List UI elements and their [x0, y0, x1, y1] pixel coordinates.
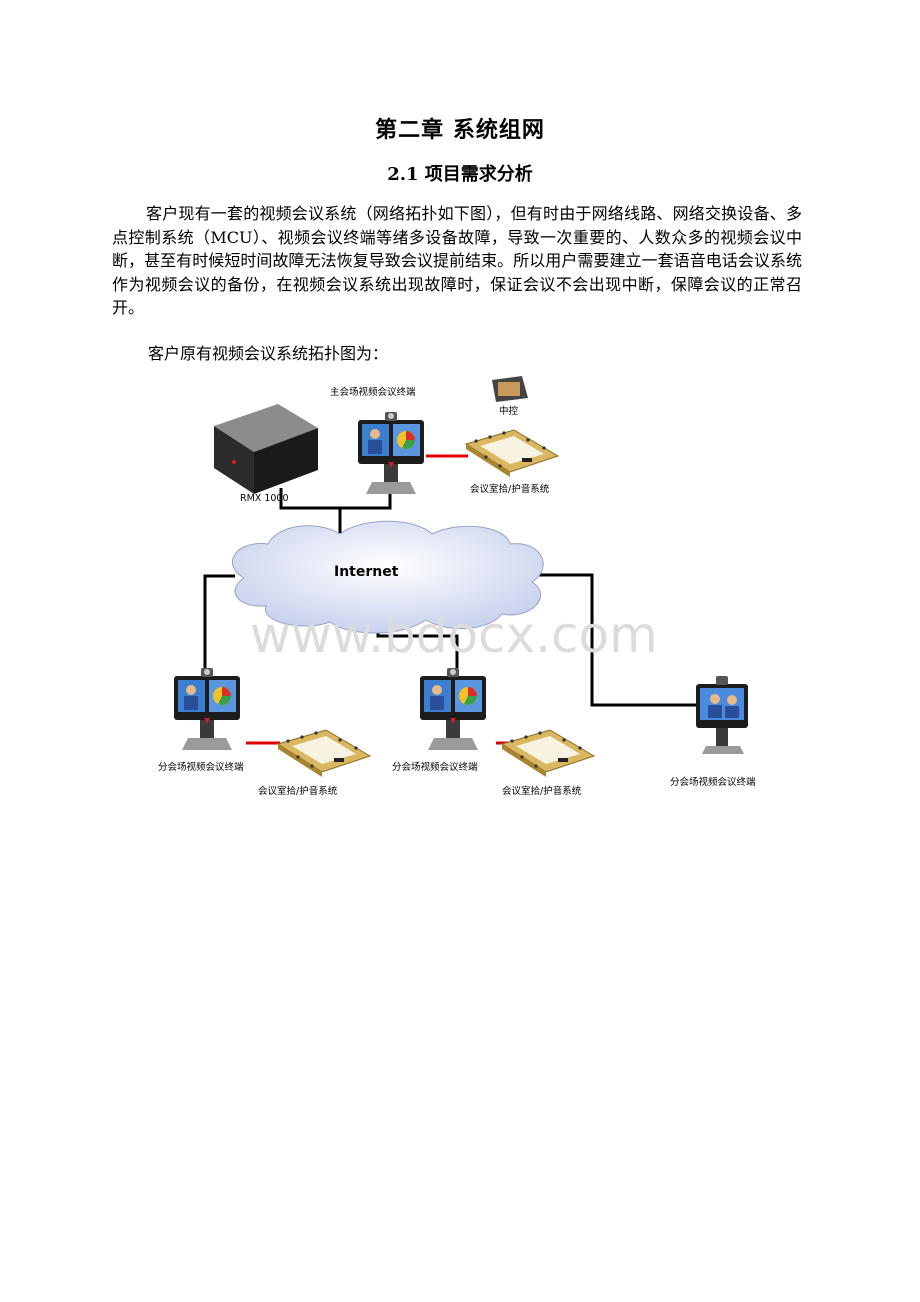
branch-audio-1-label: 会议室拾/护音系统 [258, 785, 338, 797]
branch-terminal-3-label: 分会场视频会议终端 [670, 776, 756, 788]
diagram-caption: 客户原有视频会议系统拓扑图为： [148, 344, 389, 363]
mcu-server [214, 404, 318, 494]
branch-terminal-2 [420, 668, 486, 750]
branch-terminal-2-label: 分会场视频会议终端 [392, 761, 478, 773]
branch-terminal-1 [174, 668, 240, 750]
main-terminal-label: 主会场视频会议终端 [330, 386, 416, 398]
network-topology-diagram: RMX 1000 中控 主会场视频会议终端 会议室拾/护音系统 Internet… [158, 376, 756, 797]
branch-audio-system-2 [501, 729, 595, 778]
central-control-label: 中控 [499, 405, 519, 417]
branch-audio-system-1 [277, 729, 371, 778]
chapter-title: 第二章 系统组网 [375, 117, 545, 143]
main-audio-label: 会议室拾/护音系统 [470, 483, 550, 495]
main-audio-system [465, 429, 559, 478]
mcu-label: RMX 1000 [240, 493, 289, 504]
branch-terminal-1-label: 分会场视频会议终端 [158, 761, 244, 773]
branch-terminal-3 [696, 676, 748, 754]
watermark: www.bdocx.com [250, 606, 658, 664]
central-control-device [492, 376, 528, 402]
main-terminal [358, 412, 424, 494]
section-title: 2.1 项目需求分析 [387, 164, 533, 185]
body-paragraph: 客户现有一套的视频会议系统（网络拓扑如下图），但有时由于网络线路、网络交换设备、… [112, 204, 802, 317]
internet-label: Internet [334, 564, 399, 580]
internet-cloud [232, 520, 544, 634]
branch-audio-2-label: 会议室拾/护音系统 [502, 785, 582, 797]
